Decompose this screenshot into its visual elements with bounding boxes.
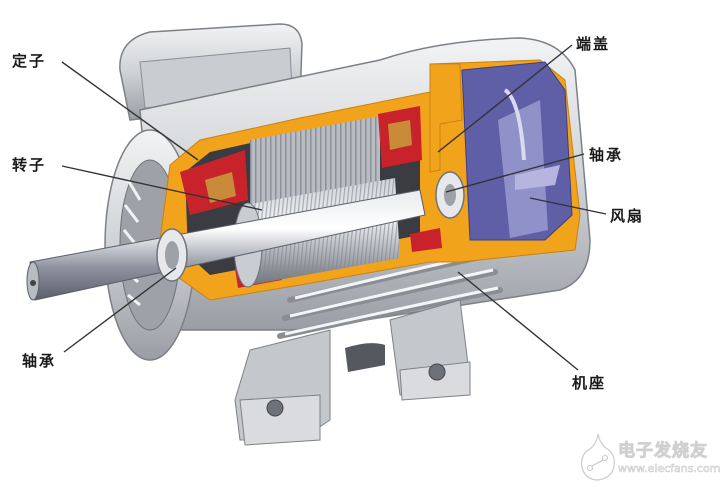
label-rotor: 转子 — [12, 156, 47, 174]
bearings — [156, 171, 465, 282]
label-stator: 定子 — [12, 52, 47, 70]
watermark-name: 电子发烧友 — [618, 441, 708, 462]
watermark-url: www.elecfans.com — [618, 462, 721, 476]
leader-line-end-cap — [437, 44, 573, 153]
leader-line-frame — [457, 271, 579, 371]
label-fan: 风扇 — [610, 207, 645, 225]
leader-line-stator — [61, 61, 199, 161]
fan-blade — [498, 100, 548, 238]
leader-line-bearing-left — [63, 267, 177, 353]
leader-line-fan — [529, 197, 607, 215]
label-end-cap: 端盖 — [576, 35, 611, 53]
watermark-logo-icon — [581, 433, 615, 481]
leader-lines — [61, 44, 607, 371]
shaft — [26, 189, 426, 301]
mounting-feet — [234, 299, 471, 446]
leader-line-rotor — [61, 165, 263, 211]
label-frame: 机座 — [572, 374, 607, 392]
watermark: 电子发烧友 www.elecfans.com — [578, 432, 723, 484]
leader-line-bearing-right — [445, 153, 585, 193]
label-bearing-right: 轴承 — [589, 146, 624, 164]
label-bearing-left: 轴承 — [22, 352, 57, 370]
